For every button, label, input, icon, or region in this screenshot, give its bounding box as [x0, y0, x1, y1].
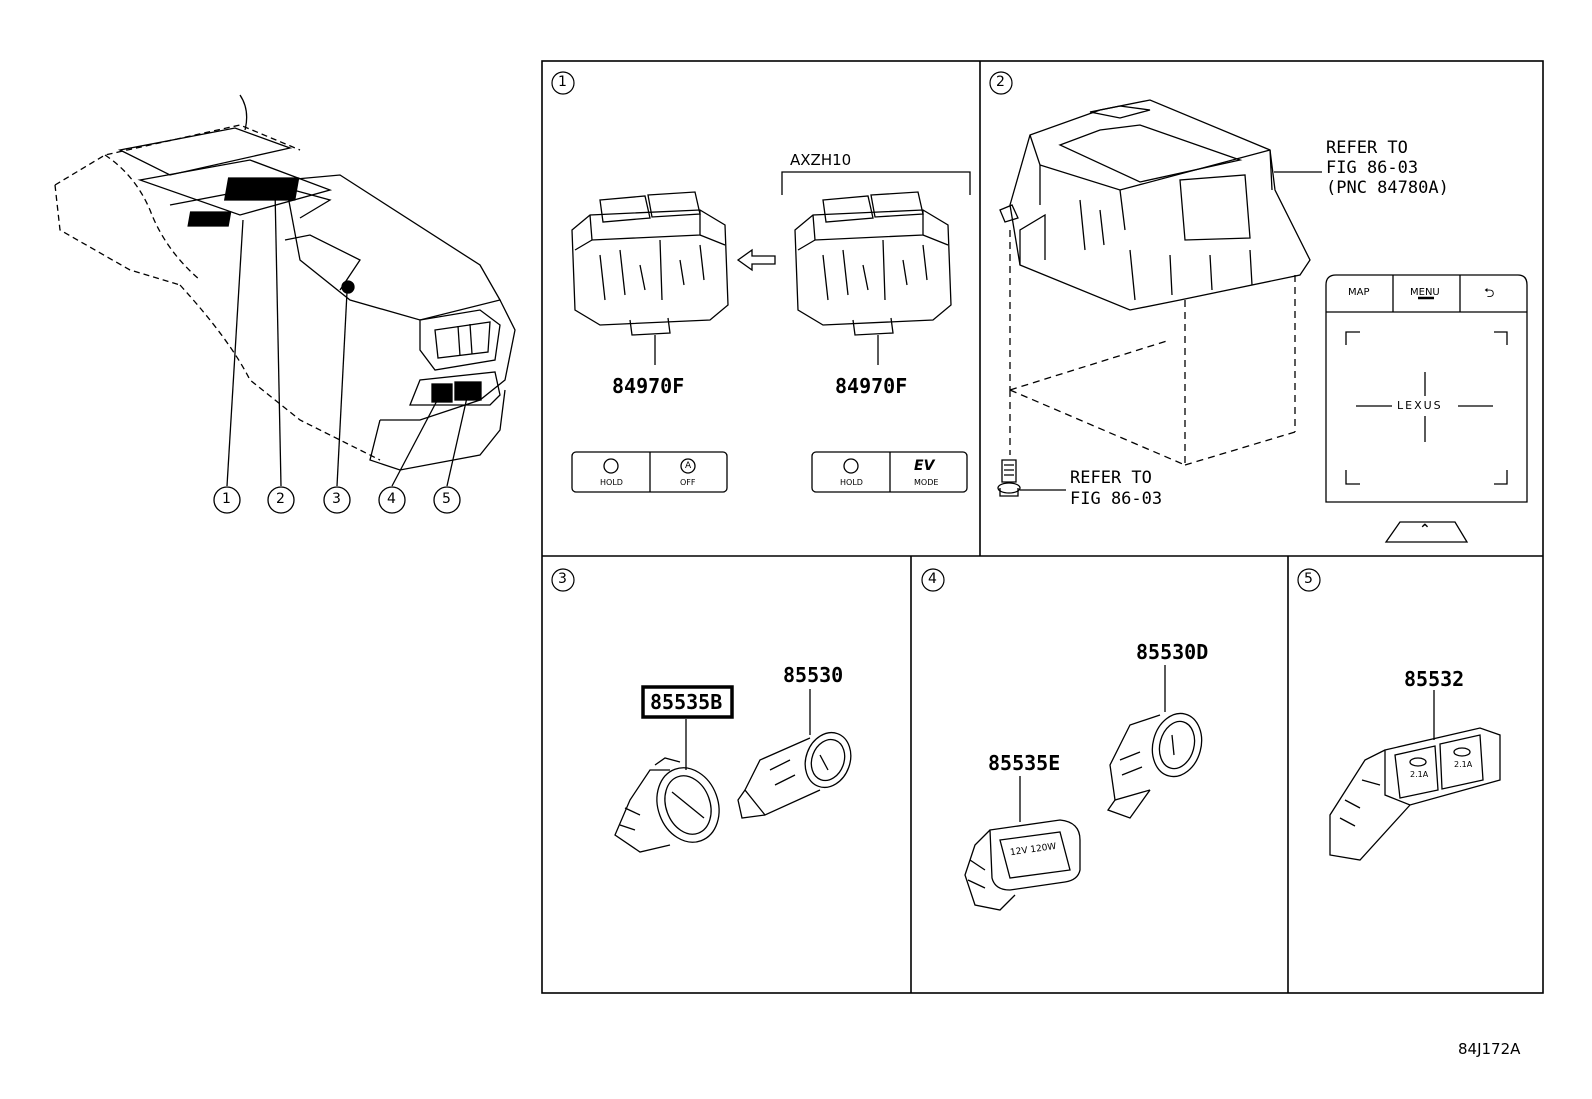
lexus-logo: LEXUS: [1397, 399, 1443, 412]
socket-85530: [737, 731, 852, 819]
touchpad-face: [1325, 274, 1528, 543]
usb-port-label-left: 2.1A: [1410, 770, 1429, 779]
panel-2-drawing: [997, 99, 1528, 543]
callout-2: 2: [276, 491, 285, 507]
callout-4: 4: [387, 491, 396, 507]
auto-glyph: A: [685, 461, 692, 471]
switch-module-right: [794, 191, 952, 365]
part-number-84970F-left[interactable]: 84970F: [612, 374, 685, 398]
touchpad-menu-label: MENU: [1410, 287, 1440, 298]
panel-2-number: 2: [996, 74, 1005, 90]
socket-voltage-label: 12V 120W: [1009, 841, 1058, 859]
part-number-85535B[interactable]: 85535B: [650, 690, 723, 714]
ev-glyph: EV: [914, 458, 935, 474]
chevron-up-icon: ⌃: [1419, 522, 1431, 538]
panel-4-drawing: [964, 665, 1203, 911]
panel-5-number: 5: [1304, 571, 1313, 587]
touchpad-map-label: MAP: [1348, 287, 1370, 298]
part-number-85530[interactable]: 85530: [783, 663, 844, 687]
hold-label-right: HOLD: [840, 478, 863, 487]
hold-label-left: HOLD: [600, 478, 623, 487]
console-overview: [54, 94, 516, 514]
variant-label: AXZH10: [790, 151, 852, 169]
panel-5-drawing: [1329, 690, 1501, 861]
panel-4-number: 4: [928, 571, 937, 587]
off-label: OFF: [680, 478, 696, 487]
part-number-85532[interactable]: 85532: [1404, 667, 1465, 691]
bolt: [997, 459, 1066, 497]
callout-3: 3: [332, 491, 341, 507]
usb-charger-85532: [1329, 727, 1501, 861]
mode-label: MODE: [914, 478, 939, 487]
panel-1-drawing: [571, 171, 971, 493]
part-number-84970F-right[interactable]: 84970F: [835, 374, 908, 398]
refer-note-bottom: REFER TO FIG 86-03: [1070, 468, 1162, 510]
socket-cap-85535E: [964, 819, 1081, 911]
socket-cap-85535B: [614, 757, 720, 853]
refer-note-top: REFER TO FIG 86-03 (PNC 84780A): [1326, 138, 1449, 198]
refer-top-line1: REFER TO: [1326, 138, 1408, 158]
diagram-code: 84J172A: [1458, 1040, 1521, 1058]
remote-touch-unit: [999, 99, 1311, 311]
refer-bottom-line2: FIG 86-03: [1070, 489, 1163, 509]
callout-5: 5: [442, 491, 451, 507]
panel-frames: [541, 60, 1544, 994]
refer-top-line2: FIG 86-03: [1326, 158, 1419, 178]
refer-top-line3: (PNC 84780A): [1326, 178, 1449, 198]
socket-85530D: [1106, 712, 1203, 819]
back-arrow-icon: ⮌: [1484, 286, 1495, 301]
highlight-box-85535B: [641, 685, 734, 719]
usb-port-label-right: 2.1A: [1454, 760, 1473, 769]
part-number-85530D[interactable]: 85530D: [1136, 640, 1209, 664]
callout-1: 1: [222, 491, 231, 507]
refer-bottom-line1: REFER TO: [1070, 468, 1152, 488]
panel-3-drawing: [614, 685, 852, 853]
panel-1-number: 1: [558, 74, 567, 90]
panel-3-number: 3: [558, 571, 567, 587]
part-number-85535E[interactable]: 85535E: [988, 751, 1061, 775]
switch-module-left: [571, 191, 729, 365]
